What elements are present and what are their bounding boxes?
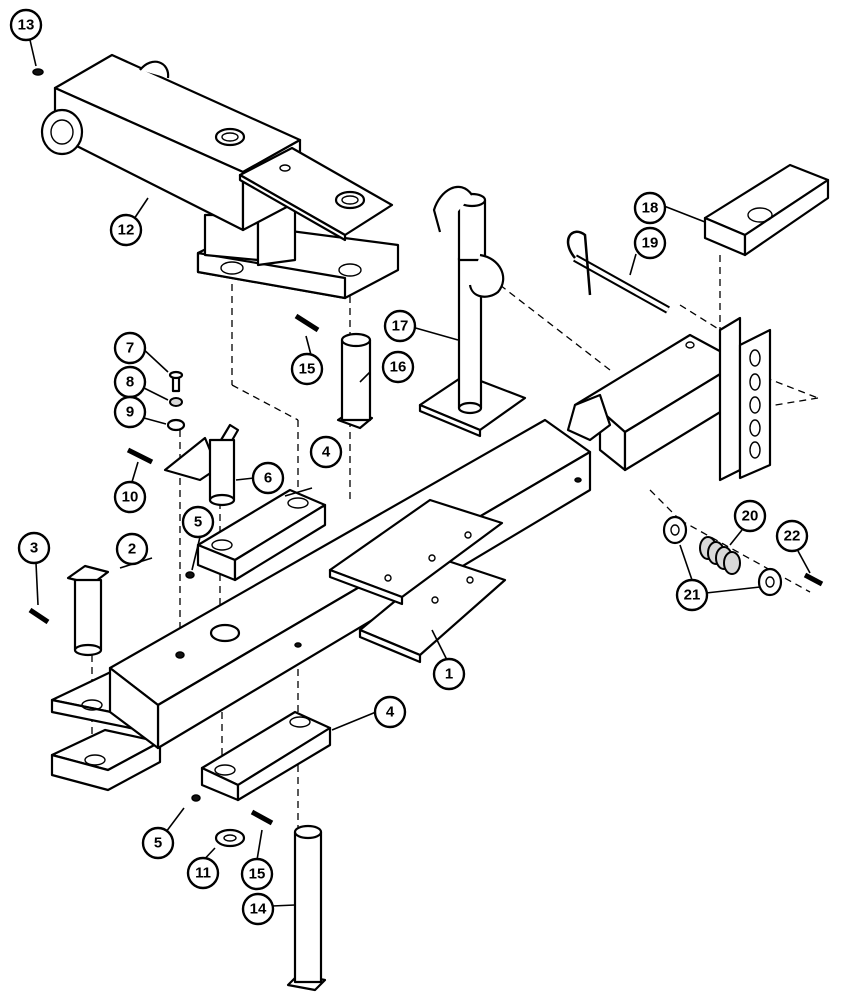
callout-5-lower: 5 (141, 826, 175, 860)
callout-18-label: 18 (642, 200, 659, 217)
callout-4-upper: 4 (309, 435, 343, 469)
part-12-drawbar-housing (40, 53, 400, 300)
callout-4-upper-label: 4 (322, 444, 331, 461)
callout-5-upper: 5 (181, 505, 215, 539)
callout-14-label: 14 (250, 901, 267, 918)
callout-15-lower: 15 (240, 857, 274, 891)
callout-6: 6 (251, 461, 285, 495)
part-17-jack-stand (418, 185, 527, 438)
callout-6-label: 6 (264, 470, 272, 487)
callout-3-label: 3 (30, 540, 38, 557)
callout-3: 3 (17, 531, 51, 565)
callout-16: 16 (381, 350, 415, 384)
part-2-pin (66, 564, 110, 657)
callout-17-label: 17 (392, 318, 409, 335)
callout-7-label: 7 (126, 340, 134, 357)
callout-15-upper-label: 15 (299, 361, 316, 378)
callout-15-upper: 15 (290, 352, 324, 386)
callout-16-label: 16 (390, 359, 407, 376)
part-14-long-pin (286, 824, 327, 992)
callout-20-label: 20 (742, 508, 759, 525)
callout-13-label: 13 (18, 17, 35, 34)
callout-21: 21 (675, 578, 709, 612)
part-16-pin (336, 332, 374, 430)
callout-10-label: 10 (122, 489, 139, 506)
part-4-lower-block (200, 710, 332, 802)
callout-19-label: 19 (642, 235, 659, 252)
small-hardware (28, 68, 824, 848)
callout-12-label: 12 (118, 222, 135, 239)
part-6-bracket-pin (163, 423, 240, 507)
callout-10: 10 (113, 480, 147, 514)
part-1-main-drawbar (50, 418, 592, 792)
callout-4-lower: 4 (373, 695, 407, 729)
callout-18: 18 (633, 191, 667, 225)
callout-20: 20 (733, 499, 767, 533)
callout-8: 8 (113, 365, 147, 399)
callout-7: 7 (113, 331, 147, 365)
callout-5-lower-label: 5 (154, 835, 162, 852)
callouts: 1 2 3 4 4 5 5 6 7 8 9 10 11 12 13 14 15 … (9, 8, 809, 926)
callout-22: 22 (775, 519, 809, 553)
hitch-bracket (566, 316, 772, 482)
callout-12: 12 (109, 213, 143, 247)
callout-11-label: 11 (195, 865, 211, 882)
callout-1: 1 (432, 657, 466, 691)
callout-5-upper-label: 5 (194, 514, 202, 531)
part-20-spring (699, 536, 741, 575)
callout-22-label: 22 (784, 528, 801, 545)
callout-14: 14 (241, 892, 275, 926)
callout-19: 19 (633, 226, 667, 260)
callout-1-label: 1 (445, 666, 453, 683)
callout-17: 17 (383, 309, 417, 343)
callout-2-label: 2 (128, 541, 136, 558)
part-19-hitch-pin (566, 230, 670, 314)
leader-lines-extra (29, 39, 811, 606)
part-18-clevis (703, 163, 830, 257)
callout-15-lower-label: 15 (249, 866, 266, 883)
callout-11: 11 (186, 856, 220, 890)
part-4-upper-block (196, 488, 327, 582)
callout-2: 2 (115, 532, 149, 566)
callout-9: 9 (113, 395, 147, 429)
callout-4-lower-label: 4 (386, 704, 395, 721)
callout-8-label: 8 (126, 374, 134, 391)
callout-21-label: 21 (684, 587, 701, 604)
callout-13: 13 (9, 8, 43, 42)
callout-9-label: 9 (126, 404, 134, 421)
